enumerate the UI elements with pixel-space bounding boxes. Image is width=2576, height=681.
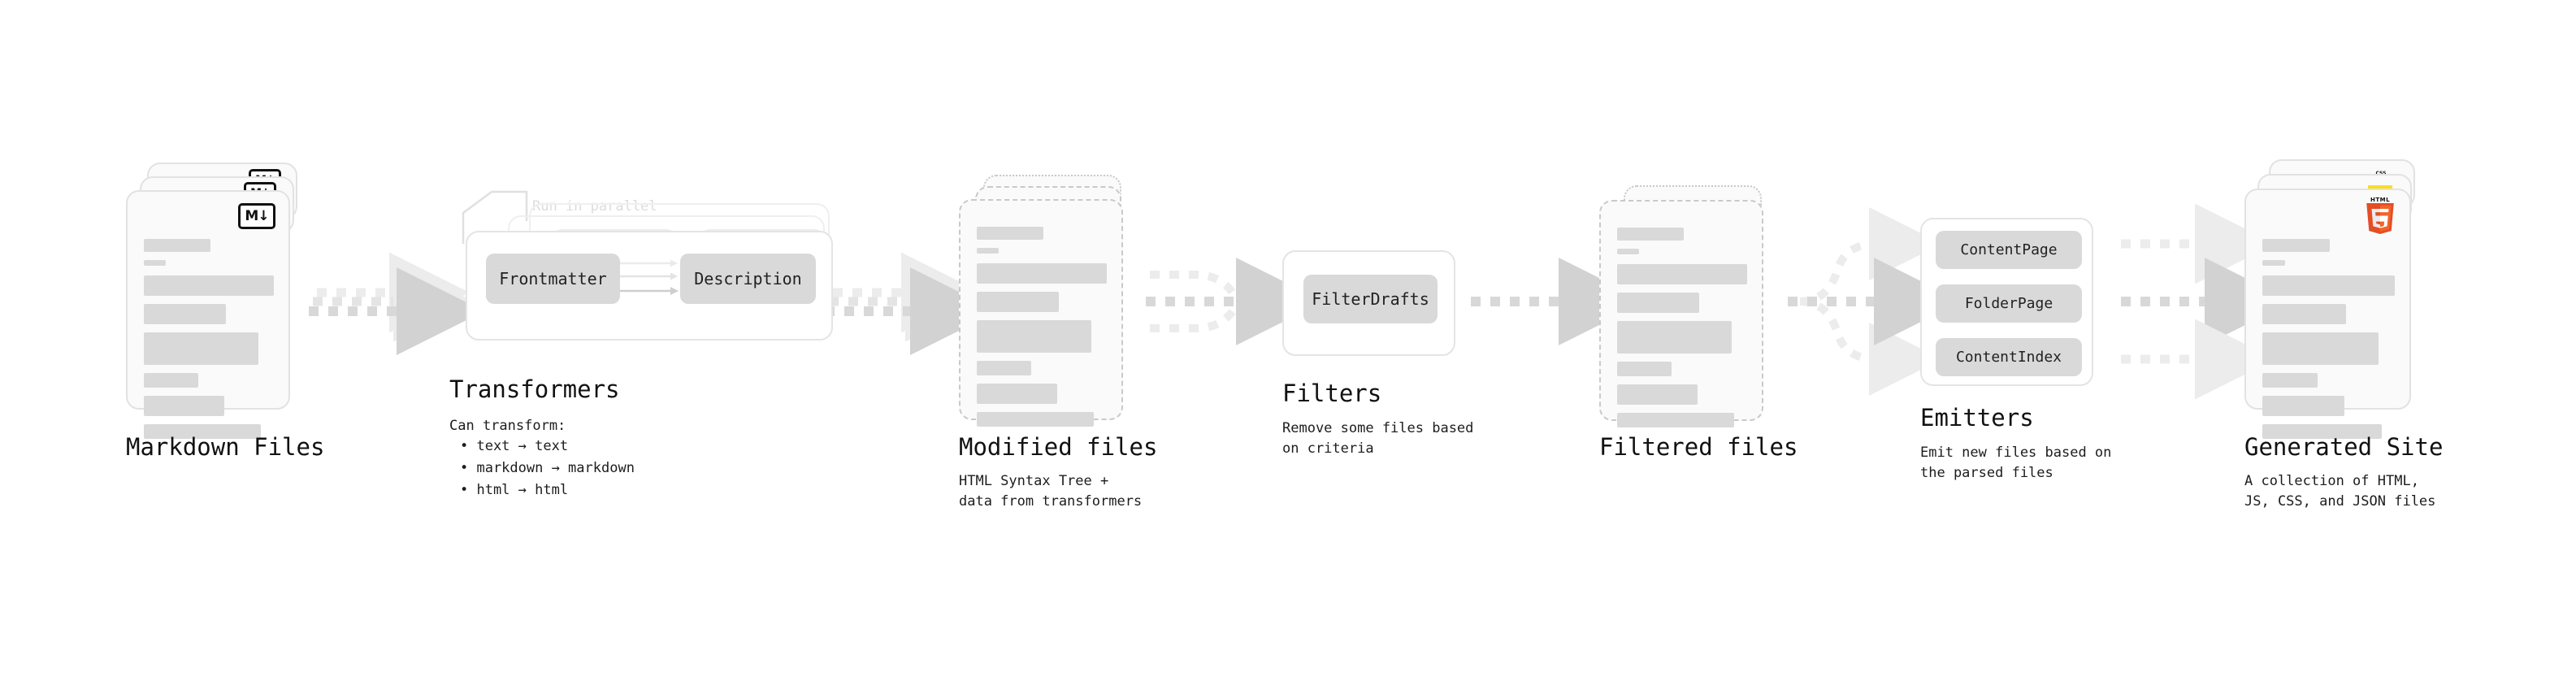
stage-filtered-files: [1599, 185, 1774, 445]
filters-card: FilterDrafts: [1282, 250, 1455, 356]
modified-file-stack: [959, 175, 1134, 435]
content-bar: [977, 384, 1058, 404]
filters-chip-filterdrafts[interactable]: FilterDrafts: [1303, 275, 1438, 323]
emitters-card: ContentPage FolderPage ContentIndex: [1920, 218, 2093, 386]
filtered-file-stack: [1599, 185, 1774, 445]
transformer-card-front: Frontmatter Description: [466, 231, 833, 340]
arrow-emitters-to-site: [2121, 203, 2292, 400]
generated-site-subtitle: A collection of HTML, JS, CSS, and JSON …: [2244, 473, 2436, 510]
content-bar: [144, 304, 226, 324]
transformers-bullet-0: • text → text: [460, 438, 569, 454]
stage-title-generated-site: Generated Site: [2244, 433, 2444, 461]
content-bar: [1617, 293, 1699, 313]
content-bar: [1617, 249, 1640, 254]
content-bar: [144, 275, 274, 296]
content-bar: [977, 412, 1094, 427]
transformers-bullet-2: • html → html: [460, 482, 569, 498]
content-bar: [144, 260, 167, 266]
transformer-chip-description-label: Description: [694, 269, 802, 288]
content-bar: [2262, 332, 2379, 365]
emitters-chip-contentindex-label: ContentIndex: [1955, 349, 2062, 366]
content-bar: [2262, 304, 2346, 324]
content-bar: [144, 239, 210, 252]
transformer-chip-frontmatter[interactable]: Frontmatter: [486, 254, 620, 304]
arrow-modified-to-filters: [1146, 258, 1324, 345]
content-bar: [977, 227, 1043, 240]
content-bar: [2262, 424, 2382, 439]
transformer-inner-arrows: [620, 259, 679, 295]
site-doc-content-bars: [2262, 239, 2395, 447]
emitters-chip-folderpage-label: FolderPage: [1964, 295, 2053, 312]
content-bar: [2262, 260, 2285, 266]
filtered-doc-front: [1599, 200, 1763, 427]
run-in-parallel-label: Run in parallel: [532, 198, 657, 215]
emitters-chip-contentpage[interactable]: ContentPage: [1936, 231, 2082, 269]
filters-chip-filterdrafts-label: FilterDrafts: [1312, 289, 1429, 309]
stage-generated-site: CSS HTML: [2244, 159, 2423, 439]
content-bar: [144, 332, 258, 365]
stage-modified-files: [959, 175, 1134, 435]
transformers-bullet-1: • markdown → markdown: [460, 460, 635, 476]
content-bar: [977, 361, 1032, 375]
content-bar: [2262, 373, 2318, 388]
emitters-subtitle: Emit new files based on the parsed files: [1920, 445, 2112, 481]
content-bar: [1617, 264, 1747, 284]
content-bar: [977, 248, 1000, 254]
markdown-file-stack: M↓ M↓ M↓: [126, 163, 301, 439]
modified-files-subtitle: HTML Syntax Tree + data from transformer…: [959, 473, 1143, 510]
html5-logo-icon: HTML: [2364, 197, 2396, 234]
content-bar: [144, 373, 199, 388]
content-bar: [2262, 396, 2345, 416]
filtered-doc-content-bars: [1617, 228, 1747, 436]
stage-title-markdown-files: Markdown Files: [126, 433, 325, 461]
content-bar: [1617, 228, 1684, 241]
modified-doc-front: [959, 199, 1123, 427]
markdown-logo-icon: M↓: [238, 203, 275, 229]
arrow-filtered-to-emitters: [1788, 207, 1962, 396]
generated-site-stack: CSS HTML: [2244, 159, 2423, 439]
arrow-transformers-to-modified: [825, 252, 998, 355]
stage-title-transformers: Transformers: [449, 375, 620, 403]
arrow-markdown-to-transformers: [309, 252, 484, 355]
content-bar: [1617, 362, 1672, 376]
content-bar: [1617, 413, 1734, 427]
emitters-chip-contentindex[interactable]: ContentIndex: [1936, 338, 2082, 376]
content-bar: [1617, 321, 1732, 354]
site-doc-front: HTML: [2244, 189, 2411, 439]
content-bar: [2262, 239, 2331, 252]
content-bar: [144, 424, 261, 439]
markdown-doc-front: M↓: [126, 190, 290, 439]
content-bar: [977, 263, 1107, 284]
modified-doc-content-bars: [977, 227, 1107, 435]
transformer-chip-frontmatter-label: Frontmatter: [499, 269, 607, 288]
markdown-doc-content-bars: [144, 239, 274, 447]
stage-title-filtered-files: Filtered files: [1599, 433, 1798, 461]
transformers-subtitle-lead: Can transform:: [449, 418, 566, 434]
content-bar: [144, 396, 225, 416]
filters-subtitle: Remove some files based on criteria: [1282, 420, 1474, 457]
emitters-chip-folderpage[interactable]: FolderPage: [1936, 284, 2082, 323]
stage-title-emitters: Emitters: [1920, 404, 2034, 432]
content-bar: [977, 320, 1091, 353]
stage-title-filters: Filters: [1282, 380, 1382, 407]
content-bar: [977, 292, 1059, 312]
stage-title-modified-files: Modified files: [959, 433, 1158, 461]
html5-logo-caption: HTML: [2370, 197, 2391, 203]
css-logo-label: CSS: [2370, 171, 2392, 176]
content-bar: [1617, 384, 1698, 405]
transformer-chip-description[interactable]: Description: [680, 254, 816, 304]
emitters-chip-contentpage-label: ContentPage: [1960, 241, 2058, 258]
content-bar: [2262, 275, 2395, 296]
stage-markdown-files: M↓ M↓ M↓: [126, 163, 301, 439]
html5-shield-shape: [2366, 203, 2394, 234]
